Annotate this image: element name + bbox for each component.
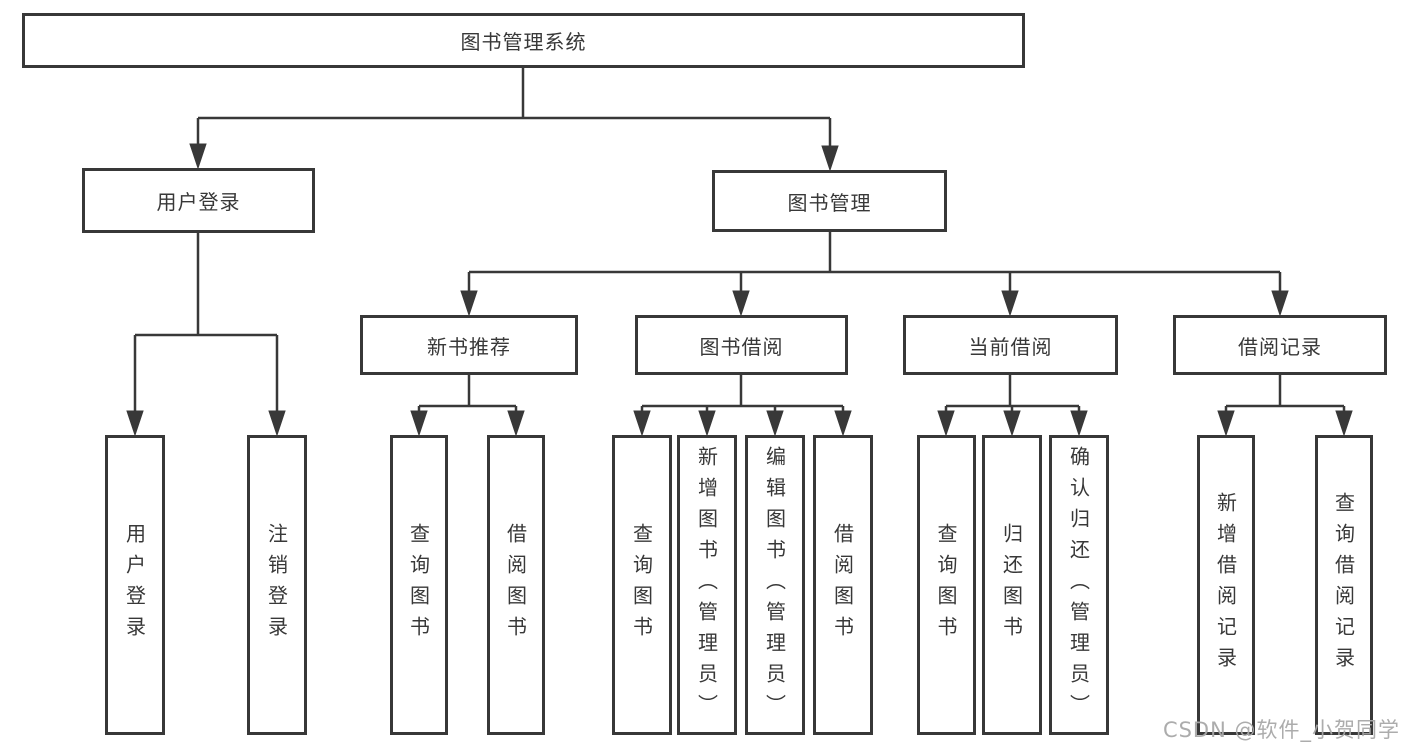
- leaf-confirm-return-admin: 确认归还（管理员）: [1049, 435, 1109, 735]
- leaf-borrow-books-1: 借阅图书: [487, 435, 545, 735]
- leaf-label: 注销登录: [264, 523, 289, 647]
- leaf-label: 查询图书: [934, 523, 958, 647]
- leaf-label: 编辑图书（管理员）: [762, 445, 787, 725]
- leaf-label: 新增借阅记录: [1213, 492, 1238, 678]
- node-book-borrow: 图书借阅: [635, 315, 848, 375]
- leaf-logout: 注销登录: [247, 435, 307, 735]
- node-new-book-recommend: 新书推荐: [360, 315, 578, 375]
- leaf-label: 查询图书: [406, 523, 431, 647]
- leaf-label: 查询借阅记录: [1331, 492, 1356, 678]
- leaf-borrow-books-2: 借阅图书: [813, 435, 873, 735]
- node-label: 用户登录: [156, 190, 241, 214]
- csdn-watermark: CSDN @软件_小贺同学: [1162, 718, 1400, 742]
- node-current-borrow: 当前借阅: [903, 315, 1118, 375]
- leaf-label: 借阅图书: [503, 523, 528, 647]
- node-user-login: 用户登录: [82, 168, 315, 233]
- node-label: 图书管理: [787, 190, 872, 215]
- node-borrow-records: 借阅记录: [1173, 315, 1387, 375]
- leaf-return-books: 归还图书: [982, 435, 1042, 735]
- node-book-management: 图书管理: [712, 170, 947, 232]
- leaf-label: 归还图书: [999, 523, 1024, 647]
- leaf-label: 查询图书: [629, 523, 654, 647]
- leaf-label: 借阅图书: [830, 523, 855, 647]
- leaf-label: 用户登录: [122, 523, 147, 647]
- leaf-user-login: 用户登录: [105, 435, 165, 735]
- leaf-add-borrow-record: 新增借阅记录: [1197, 435, 1255, 735]
- leaf-query-books-3: 查询图书: [917, 435, 976, 735]
- leaf-label: 确认归还（管理员）: [1066, 445, 1091, 725]
- leaf-edit-books-admin: 编辑图书（管理员）: [745, 435, 805, 735]
- leaf-label: 新增图书（管理员）: [694, 445, 719, 725]
- leaf-query-books-1: 查询图书: [390, 435, 448, 735]
- node-label: 图书借阅: [699, 334, 784, 359]
- leaf-query-books-2: 查询图书: [612, 435, 672, 735]
- node-label: 当前借阅: [968, 334, 1053, 359]
- leaf-add-books-admin: 新增图书（管理员）: [677, 435, 737, 735]
- node-label: 借阅记录: [1238, 334, 1322, 359]
- node-label: 新书推荐: [427, 334, 511, 359]
- node-library-system-root: 图书管理系统: [22, 13, 1025, 68]
- leaf-query-borrow-record: 查询借阅记录: [1315, 435, 1373, 735]
- node-label: 图书管理系统: [460, 30, 587, 54]
